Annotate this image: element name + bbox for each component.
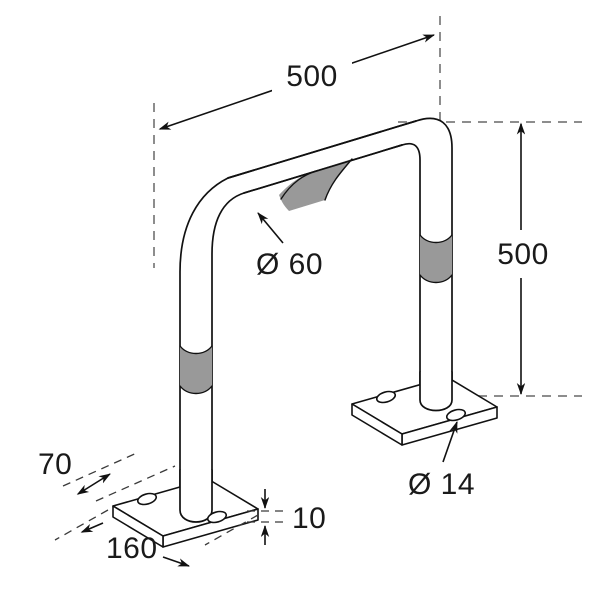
dimension-plate-length: 160 xyxy=(54,509,259,567)
callout-label-tube-diameter: Ø 60 xyxy=(256,248,323,281)
dimension-line-plate-length-left xyxy=(80,522,104,533)
dimension-line-plate-width xyxy=(76,473,111,495)
right-plate-hole-front xyxy=(445,408,467,422)
right-plate-hole-rear xyxy=(375,390,397,404)
extension-line-plate-length-b xyxy=(204,514,259,546)
callout-hole-diameter: Ø 14 xyxy=(408,421,475,501)
dimension-label-plate-length: 160 xyxy=(106,532,158,565)
callout-label-hole-diameter: Ø 14 xyxy=(408,468,475,501)
band-left-leg xyxy=(179,345,213,395)
band-right-leg xyxy=(419,234,453,284)
extension-line-plate-width-a xyxy=(95,465,176,502)
dimension-label-plate-thickness: 10 xyxy=(292,502,326,535)
right-base-plate xyxy=(351,371,498,446)
leader-line-tube-diameter xyxy=(257,212,284,244)
dimension-overall-height: 500 xyxy=(490,122,556,395)
dimension-label-plate-width: 70 xyxy=(38,448,72,481)
callout-tube-diameter: Ø 60 xyxy=(256,212,323,281)
leader-line-hole-diameter xyxy=(442,421,458,463)
dimension-plate-thickness: 10 xyxy=(247,489,326,545)
left-plate-hole-front xyxy=(206,510,228,524)
extension-line-plate-width-b xyxy=(62,451,140,487)
left-base-plate xyxy=(112,469,259,548)
dimension-label-overall-width: 500 xyxy=(286,60,338,93)
dimension-line-plate-length-right xyxy=(162,556,190,567)
left-plate-hole-rear xyxy=(136,492,158,506)
dimension-plate-width: 70 xyxy=(38,448,176,502)
hoop-top-edges-overlay xyxy=(227,120,417,194)
dimension-label-overall-height: 500 xyxy=(497,238,549,271)
dimension-overall-width: 500 xyxy=(158,34,435,130)
